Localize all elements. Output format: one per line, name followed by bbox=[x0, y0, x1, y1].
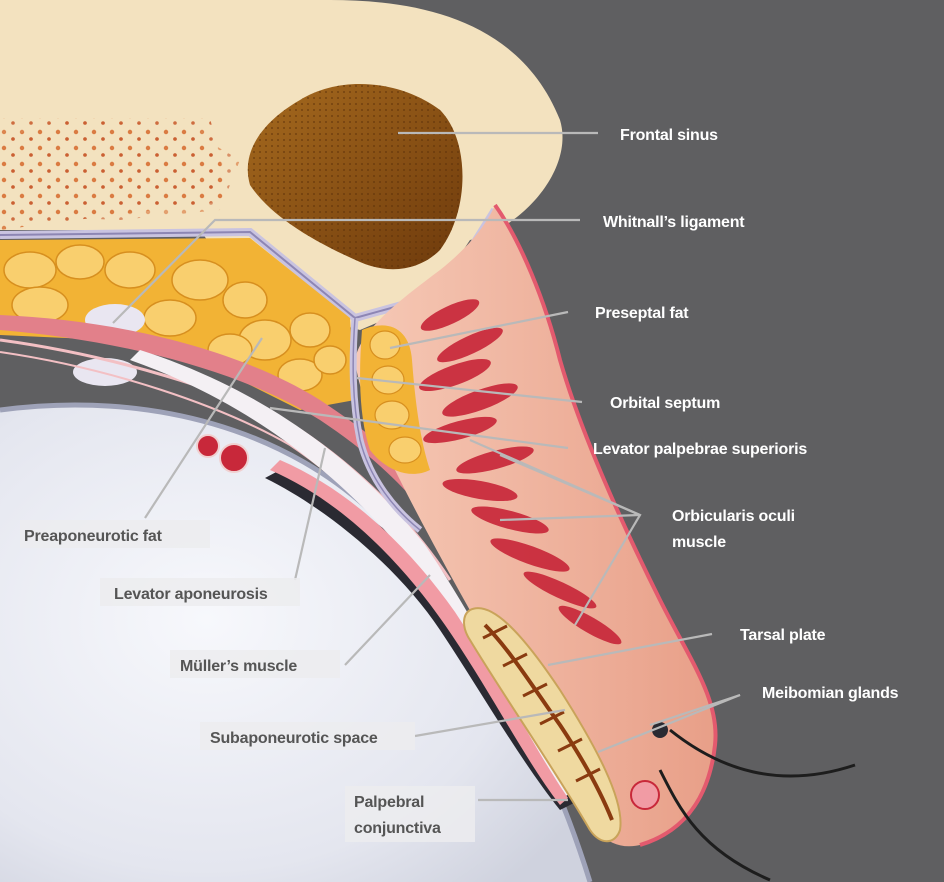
subaponeurotic-space-region bbox=[265, 470, 580, 810]
label-bg-subaponeurotic bbox=[200, 722, 415, 750]
vessel-2 bbox=[219, 443, 249, 473]
label-levator-palpebrae-superioris: Levator palpebrae superioris bbox=[593, 441, 807, 458]
leader-orbicularis-b bbox=[499, 513, 641, 522]
leader-tarsal-plate bbox=[547, 632, 713, 667]
bone-marrow-2 bbox=[0, 120, 240, 220]
label-bg-preaponeurotic bbox=[20, 520, 210, 548]
label-palpebral-conjunctiva-2: conjunctiva bbox=[354, 820, 441, 837]
leader-levator-aponeurosis bbox=[293, 447, 327, 581]
levator-muscle-belly bbox=[0, 315, 470, 560]
label-orbicularis-oculi-1: Orbicularis oculi bbox=[672, 508, 795, 525]
leader-mullers-muscle bbox=[344, 574, 431, 666]
label-palpebral-conjunctiva-1: Palpebral bbox=[354, 794, 424, 811]
label-frontal-sinus: Frontal sinus bbox=[620, 127, 718, 144]
mullers-muscle-band bbox=[270, 460, 568, 805]
leader-meibomian-2 bbox=[649, 693, 741, 727]
whitnalls-ligament-lower bbox=[73, 358, 137, 386]
label-subaponeurotic-space: Subaponeurotic space bbox=[210, 730, 378, 747]
eyelash-1 bbox=[669, 728, 856, 778]
leader-meibomian-1 bbox=[597, 693, 741, 754]
label-mullers-muscle: Müller’s muscle bbox=[180, 658, 297, 675]
vessel-1 bbox=[196, 434, 220, 458]
leader-orbicularis-c bbox=[469, 438, 641, 517]
lid-margin-gland bbox=[630, 780, 660, 810]
tarsal-plate-region bbox=[463, 607, 622, 843]
labels: Frontal sinus Whitnall’s ligament Presep… bbox=[24, 127, 899, 837]
leader-subaponeurotic-space bbox=[414, 708, 566, 738]
meibomian-gland-acini bbox=[482, 624, 601, 783]
label-preseptal-fat: Preseptal fat bbox=[595, 305, 689, 322]
label-whitnalls-ligament: Whitnall’s ligament bbox=[603, 214, 745, 231]
orbital-septum-edge bbox=[352, 317, 421, 531]
frontal-sinus-texture bbox=[247, 83, 463, 270]
eyelash-2 bbox=[658, 769, 771, 882]
label-bg-palpebral bbox=[345, 786, 475, 842]
label-meibomian-glands: Meibomian glands bbox=[762, 685, 899, 702]
preseptal-fat-region bbox=[360, 325, 430, 474]
fat-lobules bbox=[3, 244, 347, 392]
label-bg-levator-aponeurosis bbox=[100, 578, 300, 606]
meibomian-gland-duct bbox=[483, 623, 614, 821]
leader-orbital-septum bbox=[356, 376, 583, 404]
label-orbital-septum: Orbital septum bbox=[610, 395, 720, 412]
label-levator-aponeurosis: Levator aponeurosis bbox=[114, 586, 268, 603]
leader-whitnall bbox=[112, 218, 580, 324]
label-preaponeurotic-fat: Preaponeurotic fat bbox=[24, 528, 163, 545]
leader-levator-superioris bbox=[269, 406, 569, 450]
skin-surface bbox=[493, 203, 718, 847]
label-bg-mullers bbox=[170, 650, 340, 678]
leader-preseptal-fat bbox=[389, 310, 569, 350]
leader-preaponeurotic-fat bbox=[144, 337, 263, 519]
label-orbicularis-oculi-2: muscle bbox=[672, 534, 726, 551]
orbicularis-oculi-bundles bbox=[419, 299, 622, 645]
leader-lines bbox=[112, 131, 741, 802]
preseptal-fat-lobules bbox=[369, 330, 422, 464]
label-tarsal-plate: Tarsal plate bbox=[740, 627, 826, 644]
